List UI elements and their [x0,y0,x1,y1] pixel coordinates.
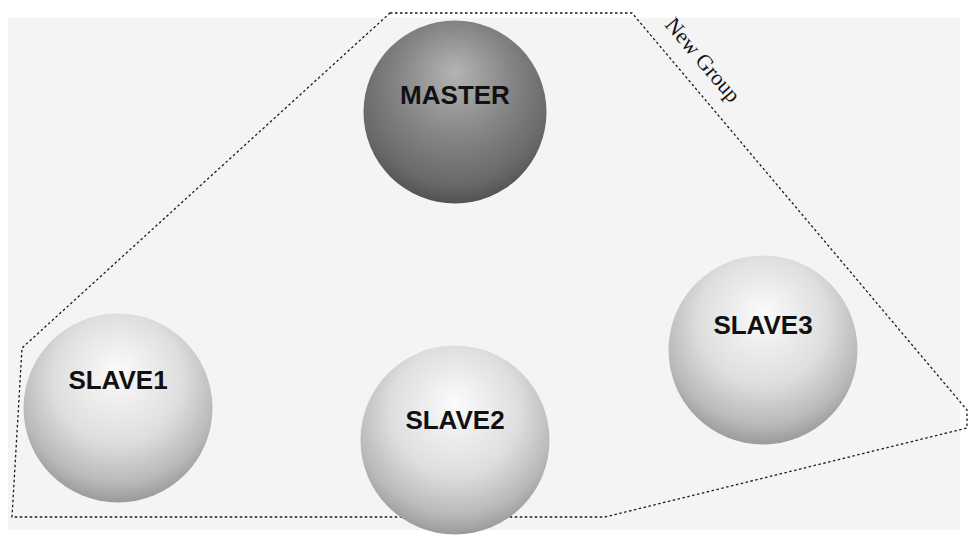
sphere-shape [363,20,547,204]
node-label: MASTER [363,80,547,110]
node-label: SLAVE2 [360,405,550,435]
node-sphere: SLAVE3 [668,255,858,445]
node-sphere: SLAVE2 [360,345,550,535]
node-label: SLAVE1 [23,365,213,395]
node-sphere: SLAVE1 [23,313,213,503]
sphere [364,21,547,204]
group-label: New Group [660,12,747,108]
sphere-shape [360,345,550,535]
sphere [669,256,858,445]
sphere [361,346,550,535]
sphere [24,314,213,503]
node-label: SLAVE3 [668,310,858,340]
sphere-shape [23,313,213,503]
sphere-shape [668,255,858,445]
node-sphere: MASTER [363,20,547,204]
